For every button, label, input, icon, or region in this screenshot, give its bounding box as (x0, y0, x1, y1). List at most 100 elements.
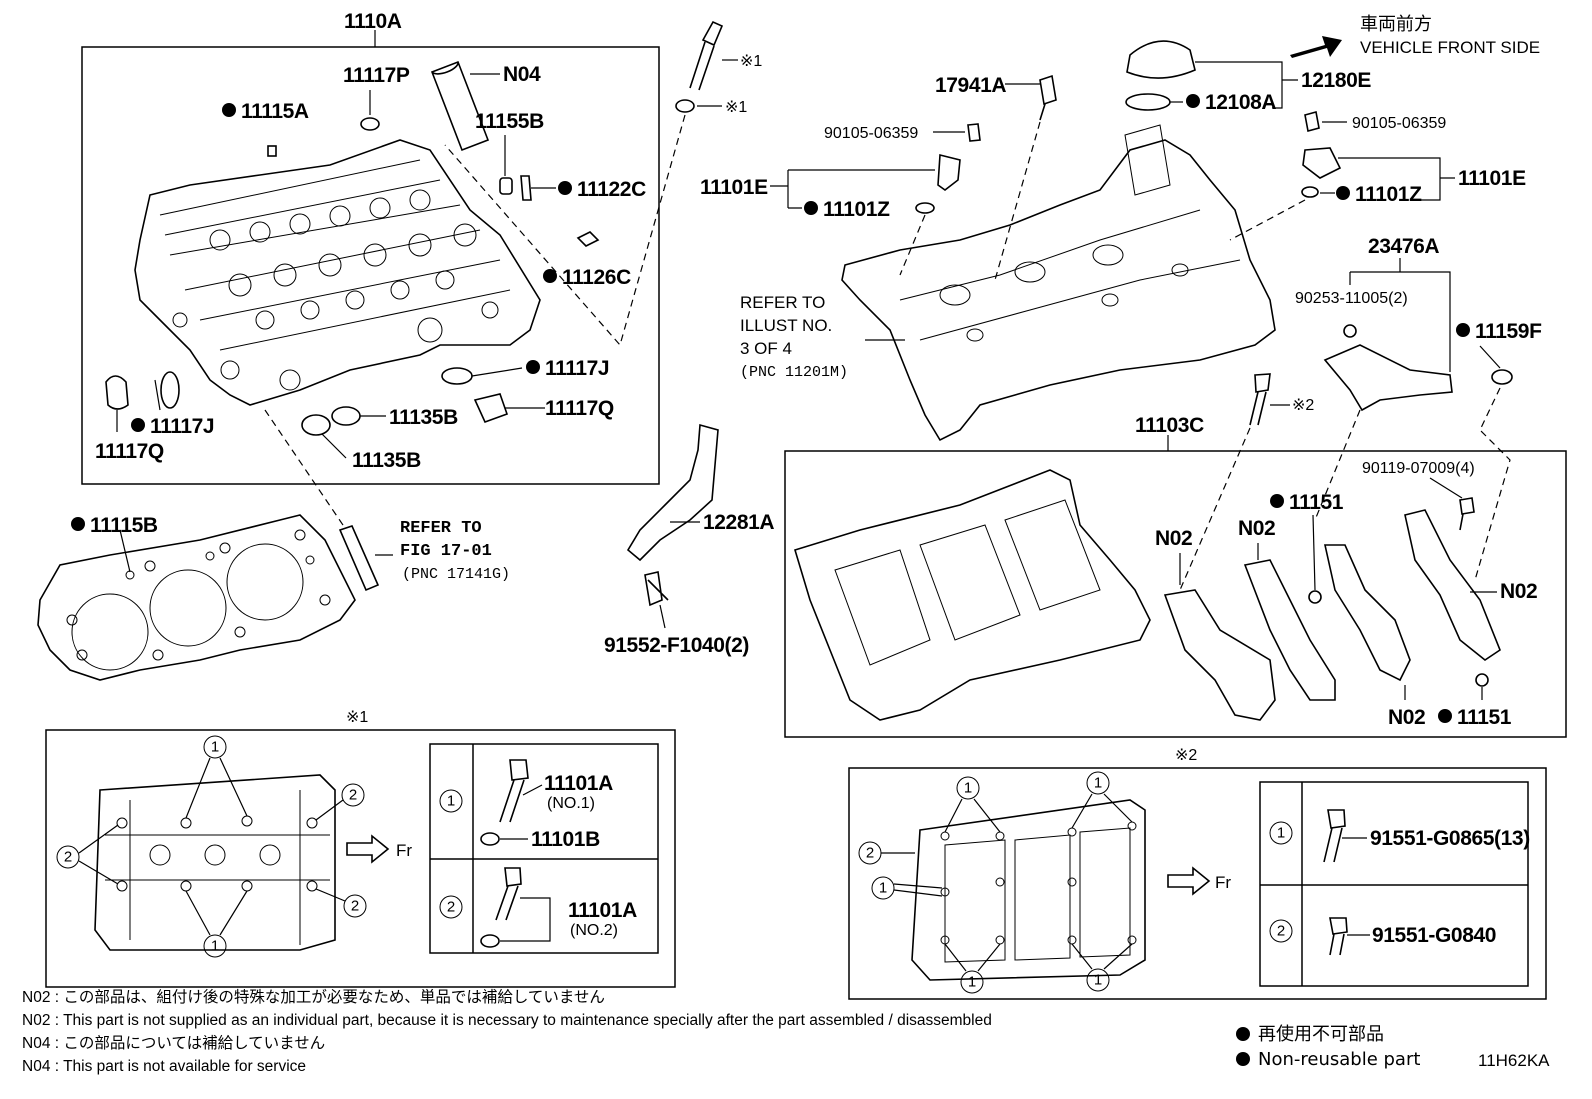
label-11117J-a[interactable]: 11117J (545, 357, 610, 380)
callout-2-left: 2 (56, 824, 119, 885)
label-11151-a[interactable]: 11151 (1289, 491, 1344, 514)
note-N02-jp: N02 : この部品は、組付け後の特殊な加工が必要なため、単品では補給していませ… (22, 988, 605, 1006)
row-ast2-1-num: 1 (1277, 825, 1285, 842)
direction-jp: 車両前方 (1360, 14, 1432, 35)
front-arrow-icon (1290, 36, 1342, 58)
head-gasket-group: 11115B REFER TO FIG 17-01 (PNC 17141G) (37, 409, 510, 681)
label-12108A[interactable]: 12108A (1205, 91, 1277, 114)
washer-11101B (480, 832, 500, 846)
label-11101Z-l[interactable]: 11101Z (823, 198, 890, 221)
sensor-11101E-l (937, 153, 961, 191)
label-11122C[interactable]: 11122C (577, 178, 646, 201)
fr-label-2: Fr (1215, 873, 1231, 892)
svg-text:1: 1 (1094, 972, 1102, 989)
bearing-cap-3 (1324, 544, 1411, 682)
label-90119[interactable]: 90119-07009(4) (1362, 460, 1475, 477)
ring-11135B-b (331, 406, 361, 426)
label-N02-d[interactable]: N02 (1500, 580, 1538, 603)
label-11117J-b[interactable]: 11117J (150, 415, 215, 438)
svg-text:1: 1 (879, 880, 887, 897)
cylinder-head-box (81, 46, 660, 485)
label-11117P[interactable]: 11117P (343, 64, 410, 87)
label-N02-b[interactable]: N02 (1238, 517, 1276, 540)
label-11101A-1[interactable]: 11101A (544, 772, 613, 795)
label-23476A[interactable]: 23476A (1368, 235, 1440, 258)
detail-ast1-group: ※1 1 2 2 2 1 (45, 709, 676, 988)
label-11115B[interactable]: 11115B (90, 514, 158, 537)
plug-11117Q-a (473, 393, 509, 424)
label-11115A[interactable]: 11115A (241, 100, 309, 123)
pipe-N04 (430, 60, 490, 152)
note-N04-jp: N04 : この部品については補給していません (22, 1034, 325, 1052)
row-ast1-1-num: 1 (447, 793, 455, 810)
label-N02-c[interactable]: N02 (1388, 706, 1426, 729)
legend-dot-1 (1236, 1027, 1250, 1041)
legend-en: Non-reusable part (1258, 1049, 1420, 1070)
ast1-detail-title: ※1 (346, 709, 368, 726)
label-12281A[interactable]: 12281A (703, 511, 775, 534)
bolt-91551-G0840 (1329, 917, 1348, 956)
callout-1-bottom: 1 (185, 890, 248, 958)
ref2-line4: (PNC 11201M) (740, 364, 848, 381)
row-ast1-2-num: 2 (447, 899, 455, 916)
label-11159F[interactable]: 11159F (1475, 320, 1542, 343)
label-11135B-b[interactable]: 11135B (352, 449, 421, 472)
bolt-90253 (1343, 324, 1357, 338)
lower-case-topview-illustration (911, 799, 1146, 981)
note-N02-en: N02 : This part is not supplied as an in… (22, 1012, 992, 1029)
head-topview-illustration (94, 774, 336, 951)
label-11151-b[interactable]: 11151 (1457, 706, 1512, 729)
label-17941A[interactable]: 17941A (935, 74, 1007, 97)
label-90105-r[interactable]: 90105-06359 (1352, 115, 1446, 132)
label-11101E-l[interactable]: 11101E (700, 176, 768, 199)
plug-11117Q-b (105, 375, 129, 410)
label-11101B[interactable]: 11101B (531, 828, 600, 851)
label-11126C[interactable]: 11126C (562, 266, 631, 289)
svg-text:1: 1 (964, 780, 972, 797)
bracket-23476A (1323, 344, 1453, 412)
bracket-group: 12281A 91552-F1040(2) (604, 423, 775, 657)
seal-11159F (1491, 369, 1513, 385)
label-11135B-a[interactable]: 11135B (389, 406, 458, 429)
fr-label-1: Fr (396, 841, 412, 860)
head-cover-group: 12108A 12180E 車両前方 VEHICLE FRONT SIDE 17… (700, 14, 1542, 591)
ref1-line1: REFER TO (400, 519, 482, 538)
label-N04[interactable]: N04 (503, 63, 541, 86)
label-11101Z-r[interactable]: 11101Z (1355, 183, 1422, 206)
label-91552[interactable]: 91552-F1040(2) (604, 634, 749, 657)
label-11101E-r[interactable]: 11101E (1458, 167, 1526, 190)
label-11103C[interactable]: 11103C (1135, 414, 1204, 437)
svg-text:2: 2 (351, 898, 359, 915)
label-11155B[interactable]: 11155B (475, 110, 544, 133)
bearing-cap-1 (1163, 589, 1276, 721)
label-11117Q-a[interactable]: 11117Q (545, 397, 614, 420)
washer-11101A-2 (480, 934, 500, 948)
label-11117Q-b[interactable]: 11117Q (95, 440, 164, 463)
gasket-11115B (37, 514, 356, 681)
ring-11101Z-l (915, 202, 935, 214)
callout-2-top-right: 2 (315, 783, 365, 821)
label-11101A-2[interactable]: 11101A (568, 899, 637, 922)
label-N02-a[interactable]: N02 (1155, 527, 1193, 550)
callout-2-bottom-right: 2 (315, 888, 367, 918)
ast1-mark-b: ※1 (725, 99, 747, 116)
label-91551-G0865[interactable]: 91551-G0865(13) (1370, 827, 1530, 850)
svg-text:2: 2 (866, 845, 874, 862)
pin-11126C (576, 231, 600, 247)
svg-text:1: 1 (211, 739, 219, 756)
label-11101A-1-sub: (NO.1) (547, 795, 595, 812)
washer-ast1 (675, 99, 695, 113)
label-90253[interactable]: 90253-11005(2) (1295, 290, 1408, 307)
ref2-line2: ILLUST NO. (740, 316, 832, 335)
legend-jp: 再使用不可部品 (1258, 1024, 1384, 1045)
sensor-11101E-r (1302, 147, 1342, 179)
detail-ast2-group: ※2 1 1 2 1 1 (848, 747, 1547, 1000)
label-90105-l[interactable]: 90105-06359 (824, 125, 918, 142)
label-91551-G0840[interactable]: 91551-G0840 (1372, 924, 1496, 947)
bolt-17941A (1039, 74, 1057, 121)
legend-dot-2 (1236, 1052, 1250, 1066)
label-1110A[interactable]: 1110A (344, 10, 402, 33)
label-12180E[interactable]: 12180E (1301, 69, 1372, 92)
bolt-ast2 (1249, 373, 1271, 426)
svg-text:1: 1 (211, 938, 219, 955)
